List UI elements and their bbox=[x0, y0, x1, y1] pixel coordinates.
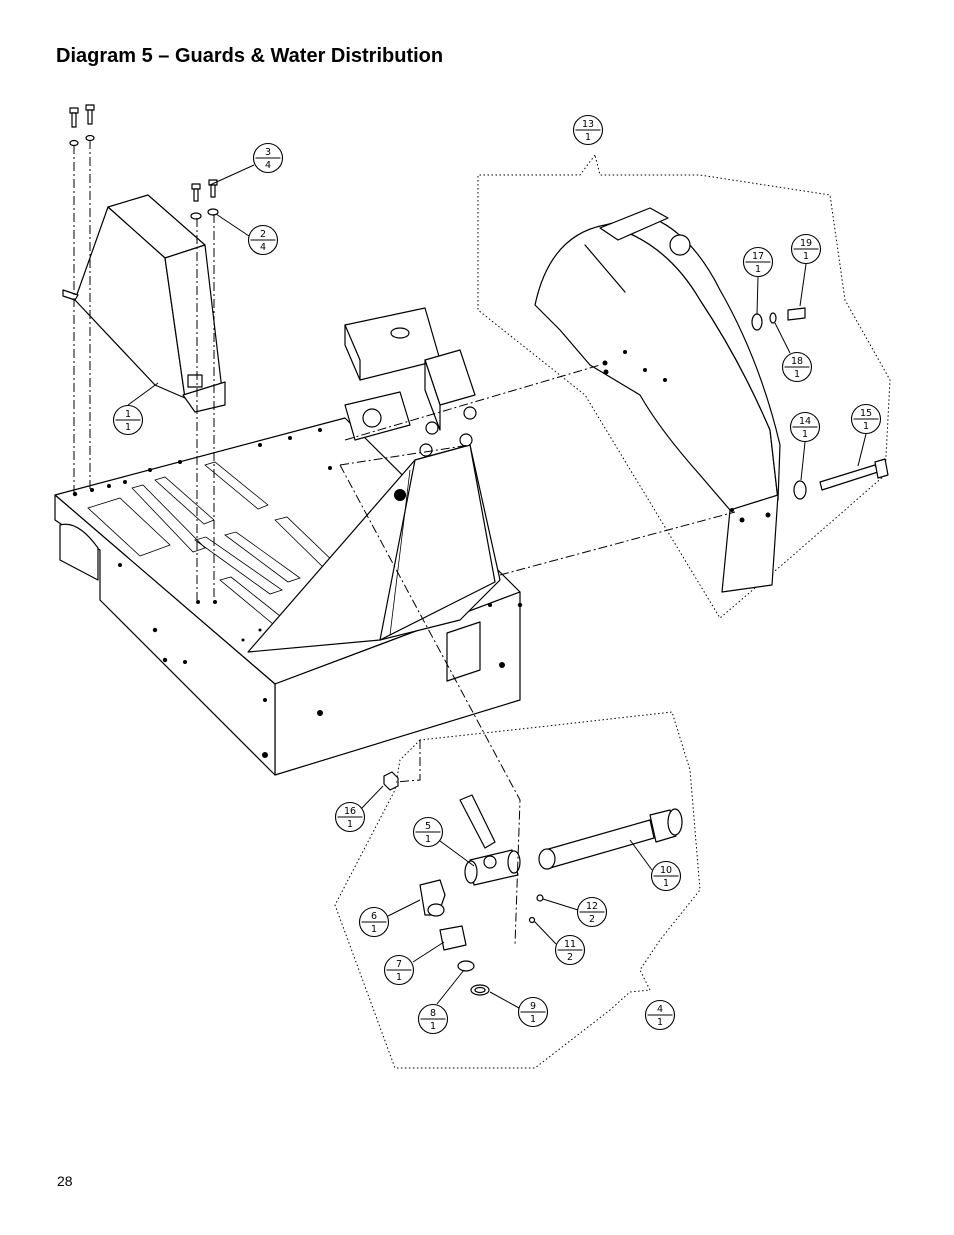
callout-quantity: 1 bbox=[803, 251, 809, 262]
callout-bubble-14: 141 bbox=[789, 411, 821, 443]
callout-item-number: 1 bbox=[125, 409, 131, 420]
callout-leader-10 bbox=[629, 839, 653, 871]
callout-item-number: 14 bbox=[799, 416, 811, 427]
water-valve-parts bbox=[383, 771, 683, 996]
callout-quantity: 1 bbox=[347, 819, 353, 830]
callout-bubble-16: 161 bbox=[334, 801, 366, 833]
belt-guard-bolts bbox=[69, 104, 219, 220]
water-distribution-assembly-outline bbox=[334, 711, 701, 1069]
callout-leader-15 bbox=[857, 433, 867, 467]
callout-quantity: 1 bbox=[585, 132, 591, 143]
page-number: 28 bbox=[57, 1173, 73, 1189]
callout-item-number: 9 bbox=[530, 1001, 536, 1012]
callout-item-number: 3 bbox=[265, 147, 271, 158]
callout-quantity: 2 bbox=[567, 952, 573, 963]
callout-bubble-9: 91 bbox=[517, 996, 549, 1028]
callout-bubble-3: 34 bbox=[252, 142, 284, 174]
callout-leader-9 bbox=[489, 991, 520, 1009]
callout-item-number: 16 bbox=[344, 806, 356, 817]
callout-quantity: 4 bbox=[260, 242, 266, 253]
guard-mounting-hardware bbox=[751, 307, 889, 500]
callout-bubble-1: 11 bbox=[112, 404, 144, 436]
callout-item-number: 6 bbox=[371, 911, 377, 922]
callout-bubble-7: 71 bbox=[383, 954, 415, 986]
callout-quantity: 1 bbox=[794, 369, 800, 380]
callout-leader-18 bbox=[774, 322, 791, 354]
callout-leader-1 bbox=[127, 382, 159, 406]
callout-quantity: 1 bbox=[125, 422, 131, 433]
callout-bubble-10: 101 bbox=[650, 860, 682, 892]
callout-bubble-18: 181 bbox=[781, 351, 813, 383]
belt-guard bbox=[62, 194, 226, 413]
callout-bubble-11: 112 bbox=[554, 934, 586, 966]
callout-leader-17 bbox=[756, 276, 759, 315]
callout-item-number: 10 bbox=[660, 865, 672, 876]
callout-quantity: 1 bbox=[802, 429, 808, 440]
callout-item-number: 18 bbox=[791, 356, 803, 367]
callout-bubble-19: 191 bbox=[790, 233, 822, 265]
callout-quantity: 1 bbox=[663, 878, 669, 889]
callout-quantity: 1 bbox=[430, 1021, 436, 1032]
callout-item-number: 8 bbox=[430, 1008, 436, 1019]
callout-quantity: 2 bbox=[589, 914, 595, 925]
callout-leader-2 bbox=[215, 213, 250, 237]
callout-item-number: 7 bbox=[396, 959, 402, 970]
callout-item-number: 15 bbox=[860, 408, 872, 419]
callout-quantity: 1 bbox=[425, 834, 431, 845]
callout-quantity: 1 bbox=[863, 421, 869, 432]
callout-item-number: 11 bbox=[564, 939, 576, 950]
callout-bubble-2: 24 bbox=[247, 224, 279, 256]
callout-leader-5 bbox=[439, 840, 475, 867]
blade-guard bbox=[534, 207, 781, 593]
callout-bubble-15: 151 bbox=[850, 403, 882, 435]
callout-item-number: 19 bbox=[800, 238, 812, 249]
page-title: Diagram 5 – Guards & Water Distribution bbox=[56, 45, 444, 67]
callout-quantity: 1 bbox=[657, 1017, 663, 1028]
callout-bubble-17: 171 bbox=[742, 246, 774, 278]
mast-assembly bbox=[247, 307, 501, 653]
callout-leader-11 bbox=[533, 920, 557, 945]
callout-quantity: 1 bbox=[755, 264, 761, 275]
callout-quantity: 1 bbox=[371, 924, 377, 935]
callout-leader-3 bbox=[209, 164, 255, 186]
callout-bubble-12: 122 bbox=[576, 896, 608, 928]
callout-item-number: 12 bbox=[586, 901, 598, 912]
callout-leader-6 bbox=[387, 899, 421, 917]
assembly-center-lines bbox=[73, 140, 736, 946]
callout-leader-19 bbox=[799, 263, 807, 307]
callout-leader-12 bbox=[542, 898, 579, 911]
callout-bubble-6: 61 bbox=[358, 906, 390, 938]
callout-quantity: 4 bbox=[265, 160, 271, 171]
callout-bubble-4: 41 bbox=[644, 999, 676, 1031]
callout-item-number: 13 bbox=[582, 119, 594, 130]
callout-leader-8 bbox=[436, 969, 465, 1005]
callout-leader-7 bbox=[412, 941, 445, 963]
callout-quantity: 1 bbox=[396, 972, 402, 983]
callout-quantity: 1 bbox=[530, 1014, 536, 1025]
callout-item-number: 5 bbox=[425, 821, 431, 832]
callout-leader-16 bbox=[361, 785, 384, 809]
callout-item-number: 17 bbox=[752, 251, 764, 262]
blade-guard-assembly-outline bbox=[477, 153, 891, 619]
callout-bubble-8: 81 bbox=[417, 1003, 449, 1035]
callout-leader-14 bbox=[800, 441, 806, 481]
callout-item-number: 2 bbox=[260, 229, 266, 240]
callout-item-number: 4 bbox=[657, 1004, 663, 1015]
callout-bubble-5: 51 bbox=[412, 816, 444, 848]
callout-bubble-13: 131 bbox=[572, 114, 604, 146]
